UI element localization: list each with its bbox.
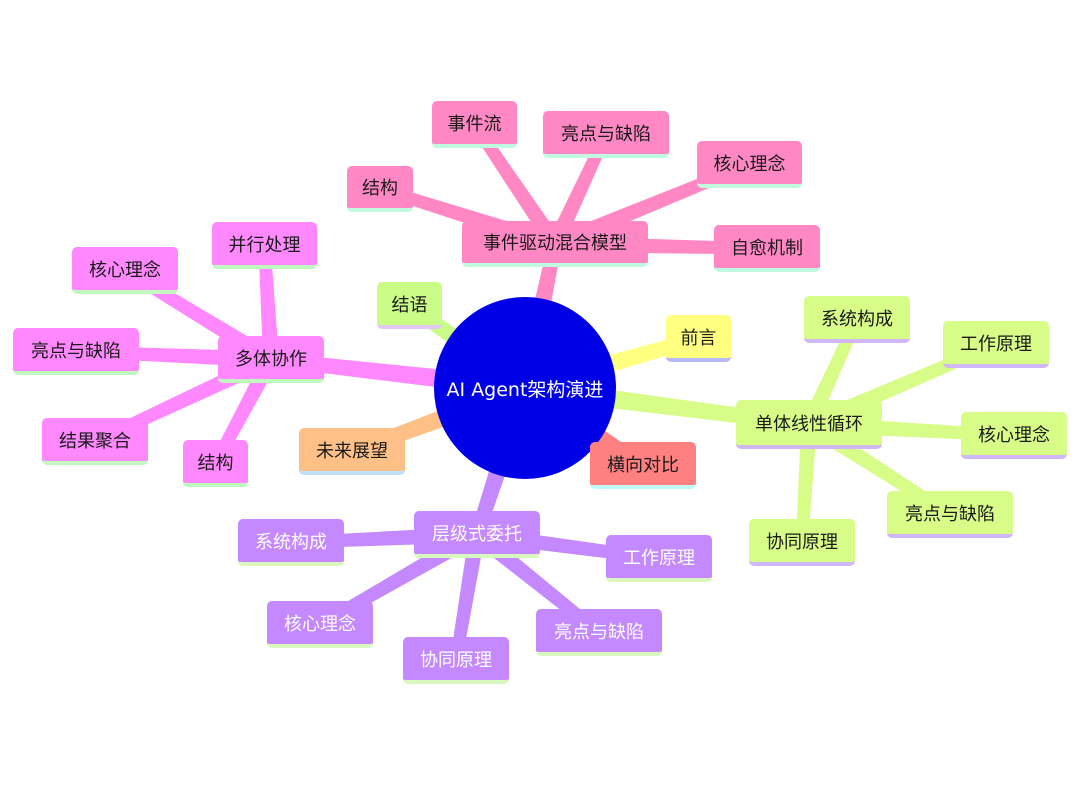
subtopic-pros-cons[interactable]: 亮点与缺陷 <box>543 111 669 158</box>
branch-label: 层级式委托 <box>432 523 522 545</box>
branch-single-linear-loop[interactable]: 单体线性循环 <box>736 400 882 449</box>
subtopic-structure[interactable]: 结构 <box>183 440 248 487</box>
subtopic-collaboration-principle[interactable]: 协同原理 <box>749 519 855 566</box>
branch-hierarchical-delegation[interactable]: 层级式委托 <box>414 511 540 558</box>
subtopic-label: 核心理念 <box>89 259 161 281</box>
subtopic-core-concept[interactable]: 核心理念 <box>267 601 373 648</box>
subtopic-label: 亮点与缺陷 <box>561 123 651 145</box>
subtopic-working-principle[interactable]: 工作原理 <box>606 535 712 582</box>
topic-preface[interactable]: 前言 <box>666 315 731 362</box>
subtopic-result-aggregation[interactable]: 结果聚合 <box>42 418 148 465</box>
subtopic-self-healing[interactable]: 自愈机制 <box>714 225 820 272</box>
subtopic-pros-cons[interactable]: 亮点与缺陷 <box>536 609 662 656</box>
subtopic-core-concept[interactable]: 核心理念 <box>961 412 1067 459</box>
root-topic-node[interactable]: AI Agent架构演进 <box>434 297 616 479</box>
root-topic-label: AI Agent架构演进 <box>446 378 604 401</box>
subtopic-parallel-processing[interactable]: 并行处理 <box>212 222 317 269</box>
branch-label: 事件驱动混合模型 <box>483 233 627 254</box>
subtopic-label: 结构 <box>362 178 398 199</box>
subtopic-label: 亮点与缺陷 <box>31 340 121 362</box>
subtopic-pros-cons[interactable]: 亮点与缺陷 <box>887 491 1013 538</box>
subtopic-collaboration-principle[interactable]: 协同原理 <box>403 637 509 684</box>
subtopic-label: 工作原理 <box>623 547 695 569</box>
topic-conclusion[interactable]: 结语 <box>377 282 442 329</box>
topic-label: 横向对比 <box>607 454 679 476</box>
topic-future-outlook[interactable]: 未来展望 <box>299 428 405 475</box>
subtopic-label: 系统构成 <box>821 308 893 330</box>
subtopic-label: 工作原理 <box>960 333 1032 355</box>
subtopic-structure[interactable]: 结构 <box>347 166 413 212</box>
subtopic-label: 自愈机制 <box>731 237 803 259</box>
subtopic-system-composition[interactable]: 系统构成 <box>238 519 344 566</box>
topic-horizontal-comparison[interactable]: 横向对比 <box>590 442 696 489</box>
subtopic-label: 协同原理 <box>766 531 838 553</box>
subtopic-working-principle[interactable]: 工作原理 <box>943 321 1049 368</box>
subtopic-system-composition[interactable]: 系统构成 <box>804 296 910 343</box>
subtopic-label: 结构 <box>197 452 234 474</box>
subtopic-core-concept[interactable]: 核心理念 <box>697 141 802 188</box>
subtopic-label: 系统构成 <box>255 531 327 553</box>
subtopic-label: 事件流 <box>447 113 502 135</box>
topic-label: 前言 <box>680 327 717 349</box>
subtopic-label: 并行处理 <box>228 234 301 256</box>
subtopic-label: 结果聚合 <box>59 430 131 452</box>
branch-label: 单体线性循环 <box>755 413 863 435</box>
subtopic-label: 核心理念 <box>713 153 786 175</box>
subtopic-label: 亮点与缺陷 <box>554 621 644 643</box>
topic-label: 结语 <box>391 294 428 316</box>
subtopic-event-stream[interactable]: 事件流 <box>432 101 517 148</box>
subtopic-label: 亮点与缺陷 <box>905 503 995 525</box>
branch-multi-agent-collaboration[interactable]: 多体协作 <box>218 336 324 383</box>
subtopic-label: 核心理念 <box>978 424 1050 446</box>
subtopic-label: 核心理念 <box>284 613 356 635</box>
subtopic-label: 协同原理 <box>420 649 492 671</box>
subtopic-pros-cons[interactable]: 亮点与缺陷 <box>13 328 139 375</box>
branch-label: 多体协作 <box>235 348 307 370</box>
subtopic-core-concept[interactable]: 核心理念 <box>72 247 178 294</box>
branch-event-driven-hybrid[interactable]: 事件驱动混合模型 <box>462 221 648 267</box>
topic-label: 未来展望 <box>316 440 388 462</box>
